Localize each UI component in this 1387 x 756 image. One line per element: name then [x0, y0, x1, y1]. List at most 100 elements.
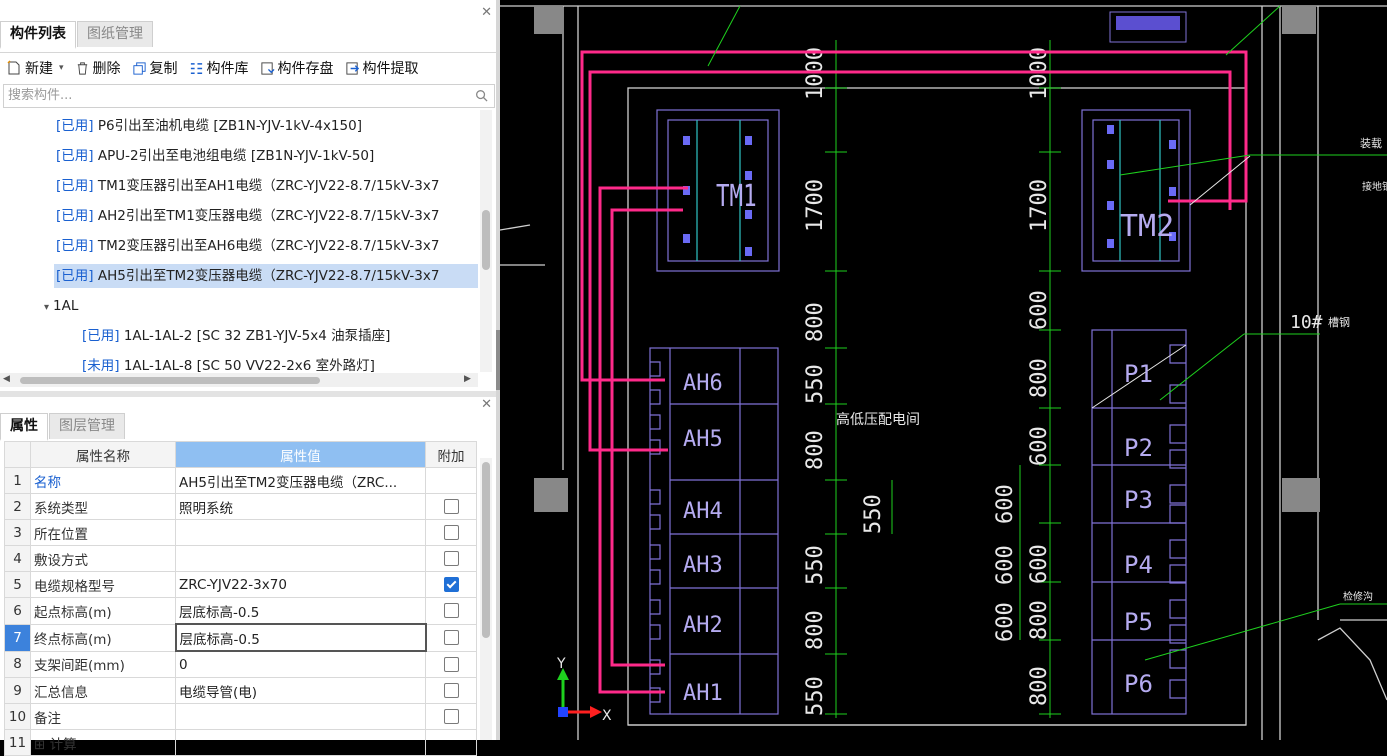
property-value[interactable]	[175, 545, 426, 572]
property-name: 电缆规格型号	[30, 571, 176, 598]
ah4-label: AH4	[683, 499, 723, 524]
property-vertical-scrollbar[interactable]	[480, 458, 492, 740]
delete-label: 删除	[92, 61, 121, 77]
collapse-arrow-icon[interactable]: ▾	[44, 302, 50, 313]
panel-splitter[interactable]	[496, 0, 500, 740]
extract-icon	[345, 61, 359, 75]
table-row: 4 敷设方式	[4, 545, 477, 572]
extra-checkbox-checked[interactable]	[443, 577, 459, 592]
panel-divider[interactable]	[0, 391, 496, 397]
property-value[interactable]: 电缆导管(电)	[175, 677, 426, 704]
property-value[interactable]: 照明系统	[175, 493, 426, 520]
ucs-axis-indicator: Y X	[556, 656, 612, 724]
structural-columns	[534, 6, 1320, 512]
property-value[interactable]	[175, 703, 426, 730]
dim-800-right: 800	[1027, 666, 1052, 706]
tab-component-list[interactable]: 构件列表	[0, 21, 76, 49]
new-label: 新建	[25, 61, 53, 77]
extra-checkbox[interactable]	[443, 551, 459, 566]
property-value[interactable]: 0	[175, 650, 426, 678]
save-disk-icon	[260, 61, 275, 75]
header-property-value: 属性值	[175, 441, 426, 468]
label-right: 检修沟	[1343, 590, 1373, 603]
ah6-label: AH6	[683, 371, 723, 396]
tree-item[interactable]: [已用] AH2引出至TM1变压器电缆（ZRC-YJV22-8.7/15kV-3…	[56, 208, 440, 224]
dim-550-left: 550	[803, 545, 828, 585]
delete-button[interactable]: 删除	[69, 58, 126, 78]
copy-button[interactable]: 复制	[126, 58, 183, 78]
property-name-group[interactable]: ⊞ 计算	[30, 729, 176, 756]
property-value-editing[interactable]: 层底标高-0.5	[174, 623, 427, 652]
left-panel: ✕ 构件列表 图纸管理 新建 ▾ 删除 复制 构件库 构件存盘 构件提取	[0, 0, 496, 756]
label-channel: 槽钢	[1328, 316, 1350, 329]
extra-checkbox[interactable]	[443, 683, 459, 698]
component-search	[3, 84, 495, 108]
tree-item[interactable]: [已用] TM2变压器引出至AH6电缆（ZRC-YJV22-8.7/15kV-3…	[56, 238, 440, 254]
dim-600-inner: 600	[993, 484, 1018, 524]
tree-group-1al[interactable]: ▾1AL	[44, 298, 79, 314]
tree-item[interactable]: [已用] APU-2引出至电池组电缆 [ZB1N-YJV-1kV-50]	[56, 148, 375, 164]
header-index	[4, 441, 31, 468]
cad-drawing-canvas[interactable]: TM1 TM2 AH6 AH5 AH4 AH3 AH2 AH1	[500, 0, 1387, 740]
tab-properties[interactable]: 属性	[0, 413, 48, 441]
component-library-label: 构件库	[206, 61, 249, 77]
property-value[interactable]: AH5引出至TM2变压器电缆（ZRC...	[175, 467, 426, 494]
dim-600-right: 600	[1027, 544, 1052, 584]
new-dropdown-icon[interactable]: ▾	[59, 63, 64, 73]
component-extract-button[interactable]: 构件提取	[339, 58, 424, 78]
p5-label: P5	[1124, 608, 1153, 636]
tree-horizontal-scrollbar[interactable]: ◀ ▶	[0, 373, 478, 387]
component-panel-tabs: 构件列表 图纸管理	[0, 21, 154, 49]
new-button[interactable]: 新建 ▾	[0, 58, 69, 78]
dim-1000-left: 1000	[803, 47, 828, 100]
new-icon	[7, 60, 20, 75]
property-name: 支架间距(mm)	[30, 650, 176, 678]
library-icon	[190, 62, 202, 74]
dim-1000-right: 1000	[1027, 47, 1052, 100]
dim-550-left: 550	[803, 364, 828, 404]
tree-item[interactable]: [已用] 1AL-1AL-2 [SC 32 ZB1-YJV-5x4 油泵插座]	[82, 328, 391, 344]
table-row: 3 所在位置	[4, 519, 477, 546]
property-value[interactable]: 层底标高-0.5	[175, 597, 426, 625]
tree-item[interactable]: [未用] 1AL-1AL-8 [SC 50 VV22-2x6 室外路灯]	[82, 358, 375, 372]
search-input[interactable]	[4, 85, 472, 105]
transformer-tm2	[1081, 109, 1191, 272]
header-extra: 附加	[425, 441, 477, 468]
tree-item[interactable]: [已用] P6引出至油机电缆 [ZB1N-YJV-1kV-4x150]	[56, 118, 362, 134]
property-panel-tabs: 属性 图层管理	[0, 413, 126, 441]
p6-label: P6	[1124, 670, 1153, 698]
scroll-left-icon[interactable]: ◀	[3, 374, 10, 384]
component-save-button[interactable]: 构件存盘	[254, 58, 339, 78]
ah1-label: AH1	[683, 681, 723, 706]
extra-checkbox[interactable]	[443, 525, 459, 540]
extra-checkbox[interactable]	[443, 630, 459, 645]
cable-routes	[580, 50, 1248, 694]
property-name: 备注	[30, 703, 176, 730]
component-library-button[interactable]: 构件库	[183, 58, 254, 78]
close-property-panel-icon[interactable]: ✕	[481, 397, 492, 412]
extra-checkbox[interactable]	[443, 603, 459, 619]
search-icon[interactable]	[475, 89, 488, 102]
tree-item[interactable]: [已用] TM1变压器引出至AH1电缆（ZRC-YJV22-8.7/15kV-3…	[56, 178, 440, 194]
tab-drawing-management[interactable]: 图纸管理	[77, 21, 153, 47]
extra-checkbox[interactable]	[443, 656, 459, 672]
tm2-label: TM2	[1120, 209, 1174, 244]
extra-checkbox[interactable]	[443, 709, 459, 724]
tree-vertical-scrollbar[interactable]	[480, 110, 492, 372]
property-name: 汇总信息	[30, 677, 176, 704]
trash-icon	[77, 61, 87, 75]
tree-item-selected[interactable]: [已用] AH5引出至TM2变压器电缆（ZRC-YJV22-8.7/15kV-3…	[54, 264, 478, 288]
ah3-label: AH3	[683, 553, 723, 578]
property-name: 系统类型	[30, 493, 176, 520]
extra-checkbox[interactable]	[443, 499, 459, 514]
label-top2: 接地铜排	[1362, 180, 1387, 193]
leader-lines	[707, 5, 1387, 661]
scroll-right-icon[interactable]: ▶	[464, 374, 471, 384]
property-name: 敷设方式	[30, 545, 176, 572]
property-value[interactable]	[175, 519, 426, 546]
hatch-block	[1116, 16, 1180, 30]
close-component-panel-icon[interactable]: ✕	[481, 5, 492, 20]
tab-layer-management[interactable]: 图层管理	[49, 413, 125, 439]
property-value[interactable]: ZRC-YJV22-3x70	[175, 571, 426, 598]
copy-icon	[132, 61, 146, 75]
